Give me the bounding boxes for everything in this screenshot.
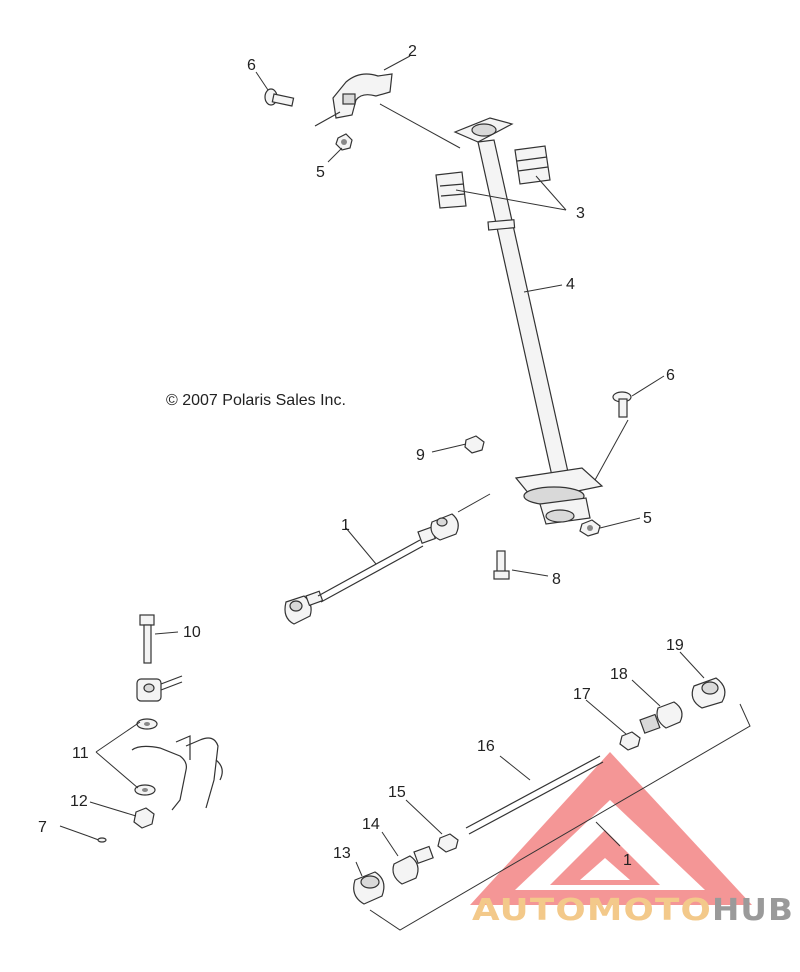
callout-7: 7	[38, 819, 47, 836]
callout-6-upper: 6	[247, 57, 256, 74]
nut-lower	[579, 519, 601, 537]
callout-1-upper: 1	[341, 517, 350, 534]
bolt-right	[612, 391, 632, 418]
nut-9	[464, 435, 485, 454]
tie-rod-end-13	[353, 871, 385, 905]
callout-5-upper: 5	[316, 164, 325, 181]
callout-9: 9	[416, 447, 425, 464]
callout-14: 14	[362, 816, 380, 833]
washer-lower	[134, 784, 156, 796]
callout-19: 19	[666, 637, 684, 654]
jam-nut-15	[437, 833, 459, 853]
tie-rod-end-left	[136, 675, 183, 702]
tie-rod-assembly	[284, 513, 459, 625]
callout-18: 18	[610, 666, 628, 683]
washer-upper	[136, 718, 158, 730]
callout-3: 3	[576, 205, 585, 222]
ball-joint-18	[639, 701, 683, 734]
nut-12	[133, 807, 155, 829]
watermark-text: AUTOMOTO HUB	[472, 893, 794, 928]
steering-post	[453, 117, 604, 525]
callout-4: 4	[566, 276, 575, 293]
jam-nut-17	[619, 731, 641, 751]
callout-13: 13	[333, 845, 351, 862]
leader-lines	[59, 55, 751, 931]
callout-11: 11	[72, 745, 89, 762]
bushing-left	[435, 171, 467, 209]
callout-2: 2	[408, 43, 417, 60]
callout-15: 15	[388, 784, 406, 801]
bolt-upper	[264, 88, 295, 107]
bolt-8	[493, 550, 510, 580]
callout-17: 17	[573, 686, 591, 703]
tie-rod-end-19	[691, 677, 726, 709]
callout-labels: 2 6 5 3 4 6 9 5 1 8 10 19 18 17 16 11 15…	[38, 43, 684, 869]
nut-upper	[335, 133, 353, 151]
watermark-text-hub: HUB	[712, 893, 794, 928]
bolt-10	[139, 614, 155, 664]
tie-rod-16	[465, 755, 604, 835]
callout-8: 8	[552, 571, 561, 588]
cotter-pin	[87, 835, 107, 843]
watermark-text-automoto: AUTOMOTO	[472, 893, 712, 928]
watermark-logo	[470, 752, 752, 905]
spindle-arm	[131, 735, 223, 811]
callout-10: 10	[183, 624, 201, 641]
callout-5-lower: 5	[643, 510, 652, 527]
bushing-right	[514, 145, 551, 185]
callout-16: 16	[477, 738, 495, 755]
callout-12: 12	[70, 793, 88, 810]
callout-1-lower: 1	[623, 852, 632, 869]
steering-post-clamp	[314, 73, 393, 127]
copyright-notice: © 2007 Polaris Sales Inc.	[166, 392, 346, 409]
callout-6-right: 6	[666, 367, 675, 384]
ball-joint-14	[392, 845, 434, 885]
